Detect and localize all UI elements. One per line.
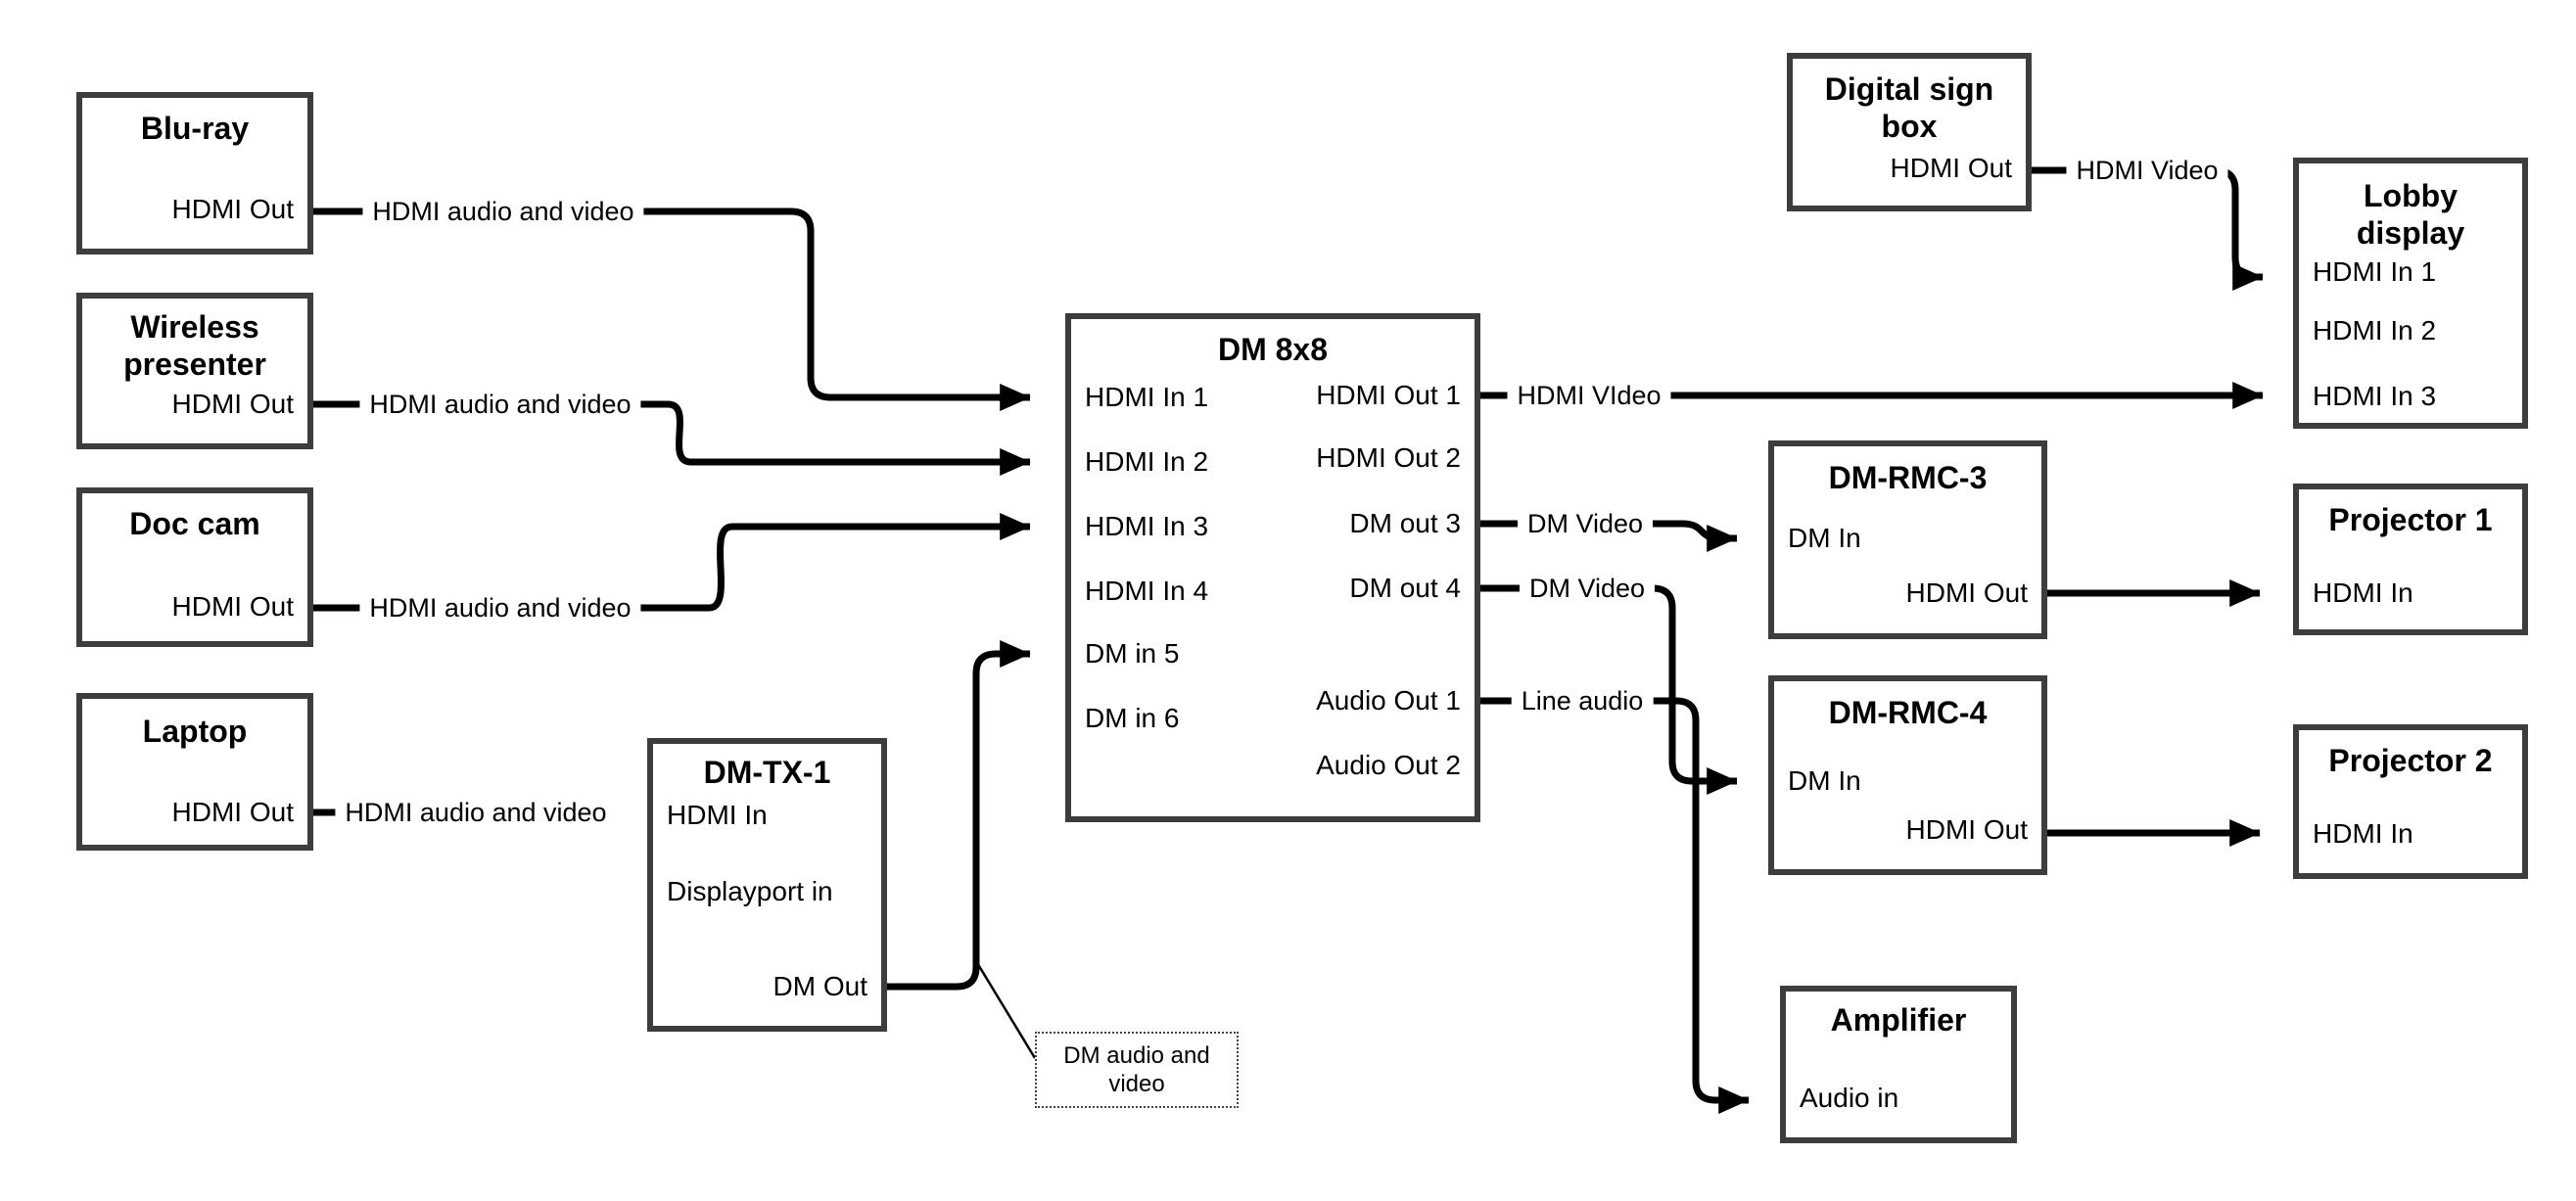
node-title: Wireless presenter bbox=[123, 309, 266, 382]
port-dm8x8-hdmi-in-3: HDMI In 3 bbox=[1085, 511, 1209, 541]
node-wireless-presenter: Wireless presenter HDMI Out bbox=[76, 293, 313, 449]
port-dm8x8-hdmi-in-4: HDMI In 4 bbox=[1085, 576, 1209, 606]
node-projector-1: Projector 1 HDMI In bbox=[2293, 484, 2528, 635]
callout-text: DM audio and video bbox=[1063, 1042, 1210, 1097]
port-dm8x8-dm-out-4: DM out 4 bbox=[1349, 573, 1461, 603]
node-dm-rmc-4: DM-RMC-4 DM In HDMI Out bbox=[1768, 675, 2047, 875]
port-wireless-hdmi-out: HDMI Out bbox=[171, 389, 294, 419]
node-title: DM-TX-1 bbox=[703, 755, 831, 790]
port-digitalsign-hdmi-out: HDMI Out bbox=[1890, 153, 2012, 183]
wire-label-laptop-dmtx1: HDMI audio and video bbox=[335, 796, 617, 829]
node-title: Laptop bbox=[142, 714, 248, 749]
port-dmrmc3-hdmi-out: HDMI Out bbox=[1905, 577, 2028, 608]
port-lobby-hdmi-in-1: HDMI In 1 bbox=[2313, 256, 2437, 287]
node-title: Doc cam bbox=[129, 506, 260, 541]
connector-bluray-to-dm8x8-in1 bbox=[313, 208, 1031, 411]
port-dmrmc4-hdmi-out: HDMI Out bbox=[1905, 814, 2028, 845]
node-title: Amplifier bbox=[1830, 1002, 1967, 1038]
wire-label-doccam-dm8x8: HDMI audio and video bbox=[359, 591, 641, 624]
port-dm8x8-audio-out-2: Audio Out 2 bbox=[1316, 750, 1461, 780]
node-projector-2: Projector 2 HDMI In bbox=[2293, 724, 2528, 879]
wire-label-dm8x8-dmrmc4: DM Video bbox=[1519, 572, 1656, 605]
node-title: DM-RMC-3 bbox=[1828, 460, 1988, 495]
wire-label-bluray-dm8x8: HDMI audio and video bbox=[362, 195, 644, 228]
connector-dm8x8-audio1-to-amplifier bbox=[1480, 697, 1750, 1114]
node-doc-cam: Doc cam HDMI Out bbox=[76, 487, 313, 647]
node-title: DM 8x8 bbox=[1217, 332, 1329, 367]
port-dm8x8-dm-out-3: DM out 3 bbox=[1349, 508, 1461, 538]
wire-label-digitalsign-lobby: HDMI Video bbox=[2066, 154, 2228, 187]
port-dm8x8-hdmi-out-2: HDMI Out 2 bbox=[1316, 442, 1461, 473]
port-lobby-hdmi-in-2: HDMI In 2 bbox=[2313, 315, 2437, 346]
node-digital-sign-box: Digital sign box HDMI Out bbox=[1787, 53, 2032, 211]
port-doccam-hdmi-out: HDMI Out bbox=[171, 591, 294, 622]
node-amplifier: Amplifier Audio in bbox=[1780, 986, 2017, 1143]
port-dm8x8-hdmi-out-1: HDMI Out 1 bbox=[1316, 380, 1461, 410]
wire-label-dm8x8-dmrmc3: DM Video bbox=[1517, 507, 1654, 540]
connector-dm8x8-out4-to-dmrmc4 bbox=[1480, 584, 1738, 795]
port-dmrmc4-dm-in: DM In bbox=[1788, 765, 1861, 796]
node-lobby-display: Lobby display HDMI In 1 HDMI In 2 HDMI I… bbox=[2293, 158, 2528, 429]
node-title: DM-RMC-4 bbox=[1828, 695, 1988, 730]
port-dmtx1-hdmi-in: HDMI In bbox=[667, 800, 768, 830]
node-bluray: Blu-ray HDMI Out bbox=[76, 92, 313, 254]
port-proj1-hdmi-in: HDMI In bbox=[2313, 577, 2413, 608]
port-amplifier-audio-in: Audio in bbox=[1800, 1083, 1899, 1113]
wire-label-dm8x8-lobby: HDMI VIdeo bbox=[1507, 379, 1671, 412]
port-bluray-hdmi-out: HDMI Out bbox=[171, 194, 294, 224]
node-title: Lobby display bbox=[2356, 178, 2465, 251]
node-title: Projector 2 bbox=[2328, 743, 2493, 778]
port-dm8x8-hdmi-in-2: HDMI In 2 bbox=[1085, 446, 1209, 477]
callout-pointer-line bbox=[974, 960, 1037, 1059]
port-lobby-hdmi-in-3: HDMI In 3 bbox=[2313, 381, 2437, 411]
port-proj2-hdmi-in: HDMI In bbox=[2313, 818, 2413, 849]
port-dmrmc3-dm-in: DM In bbox=[1788, 523, 1861, 553]
node-title: Blu-ray bbox=[140, 111, 250, 146]
port-dm8x8-dm-in-6: DM in 6 bbox=[1085, 703, 1180, 733]
port-dm8x8-hdmi-in-1: HDMI In 1 bbox=[1085, 382, 1209, 412]
node-dm-8x8: DM 8x8 HDMI In 1 HDMI In 2 HDMI In 3 HDM… bbox=[1065, 313, 1480, 822]
connector-doccam-to-dm8x8-in3 bbox=[313, 513, 1031, 612]
connector-wireless-to-dm8x8-in2 bbox=[313, 400, 1031, 476]
port-dmtx1-dm-out: DM Out bbox=[773, 971, 867, 1001]
port-dm8x8-audio-out-1: Audio Out 1 bbox=[1316, 685, 1461, 716]
port-dmtx1-displayport-in: Displayport in bbox=[667, 876, 833, 906]
port-laptop-hdmi-out: HDMI Out bbox=[171, 797, 294, 827]
callout-dm-audio-video: DM audio and video bbox=[1035, 1032, 1239, 1108]
node-dm-rmc-3: DM-RMC-3 DM In HDMI Out bbox=[1768, 440, 2047, 639]
node-laptop: Laptop HDMI Out bbox=[76, 693, 313, 851]
wire-label-wireless-dm8x8: HDMI audio and video bbox=[359, 388, 641, 421]
port-dm8x8-dm-in-5: DM in 5 bbox=[1085, 638, 1180, 669]
node-dm-tx-1: DM-TX-1 HDMI In Displayport in DM Out bbox=[647, 738, 887, 1032]
connector-dm8x8-out3-to-dmrmc3 bbox=[1480, 520, 1738, 552]
wire-label-dm8x8-amplifier: Line audio bbox=[1511, 684, 1654, 717]
connector-dmtx1-to-dm8x8-in5 bbox=[887, 640, 1031, 991]
node-title: Digital sign box bbox=[1824, 71, 1994, 144]
node-title: Projector 1 bbox=[2328, 502, 2493, 537]
